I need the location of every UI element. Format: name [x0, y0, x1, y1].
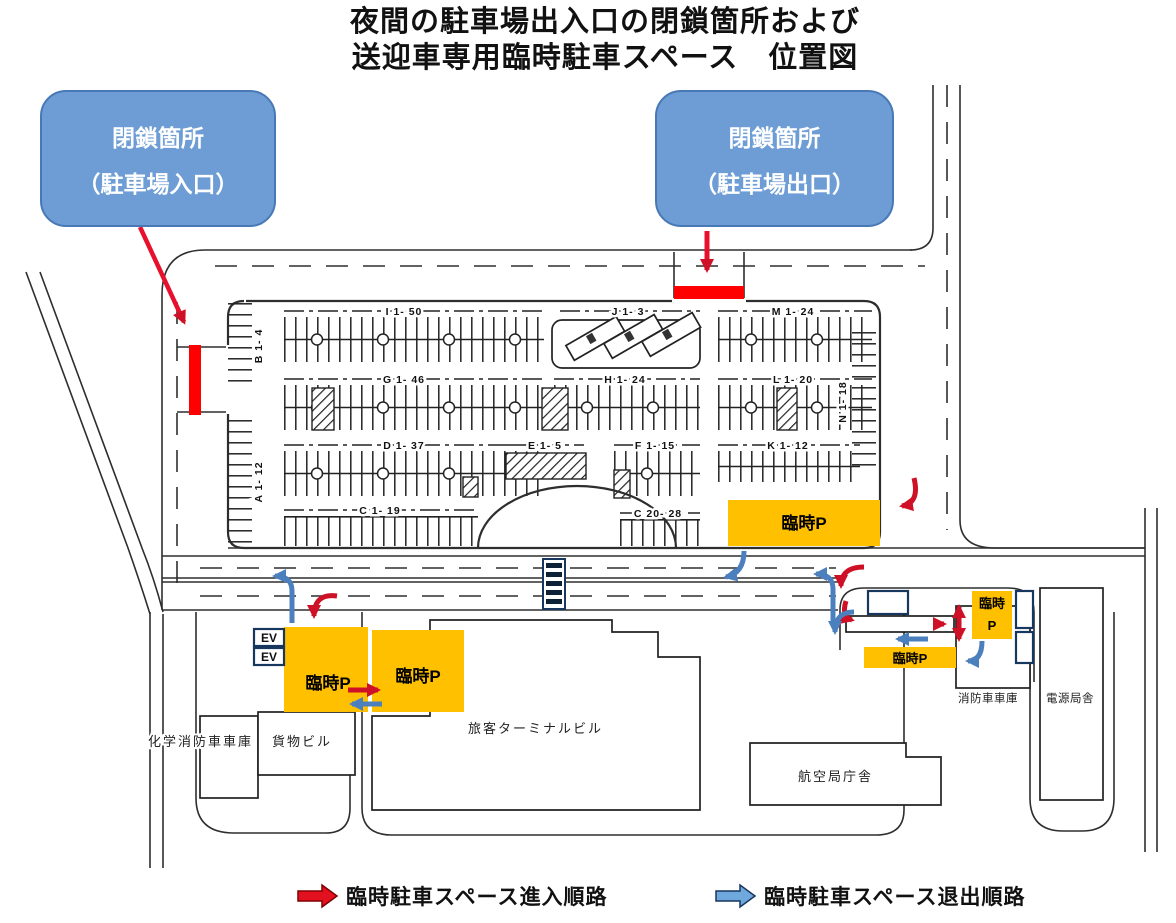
row-label-j: J 1- 3: [612, 306, 645, 318]
exit-arrow-east-bottom: [965, 640, 985, 668]
temp-parking-east-bottom-label: 臨時P: [893, 651, 928, 666]
entry-route-arrows: [307, 477, 966, 697]
entrance-canopy: [476, 484, 678, 549]
ev-box-2: [252, 646, 286, 667]
elevator-boxes: EV EV: [252, 627, 286, 667]
temp-parking-west-1-label: 臨時P: [305, 673, 350, 693]
parking-row-band-b: [228, 303, 252, 390]
row-label-c1: C 1- 19: [359, 505, 400, 517]
row-label-m: M 1- 24: [772, 306, 815, 318]
legend-entry-label: 臨時駐車スペース進入順路: [346, 885, 607, 909]
building-power-station: [1039, 587, 1104, 801]
temp-parking-east-side-label-2: P: [988, 618, 997, 633]
row-label-g: G 1- 46: [383, 374, 425, 386]
east-booth-box: [866, 589, 910, 616]
building-cargo: [257, 711, 356, 776]
callout-entrance-line2: （駐車場入口）: [77, 170, 239, 197]
entry-arrow-east-top: [834, 564, 865, 589]
row-label-h: H 1- 24: [604, 374, 645, 386]
row-label-a: A 1- 12: [253, 461, 265, 502]
entry-arrow-main-lot: [899, 477, 918, 512]
exit-arrow-west: [272, 569, 295, 623]
entrance-pointer-arrow: [137, 226, 187, 325]
east-small-box-2: [1014, 630, 1035, 665]
exit-route-arrows: [272, 550, 985, 711]
parking-area: I 1- 50 J 1- 3 M 1- 24 G 1- 46 H 1- 24 L…: [226, 299, 882, 550]
temp-parking-east-side: [972, 591, 1012, 639]
temp-parking-west-2: [372, 630, 464, 712]
row-label-c2: C 20- 28: [634, 508, 682, 520]
callout-entrance-closure: 閉鎖箇所 （駐車場入口）: [40, 90, 276, 227]
row-label-b: B 1- 4: [253, 329, 265, 364]
parking-row-band-m: [718, 317, 872, 362]
parking-row-band-k: [718, 451, 860, 482]
legend-exit-arrow-icon: [715, 883, 757, 909]
building-label-terminal: 旅客ターミナルビル: [468, 721, 603, 736]
building-label-chemical-fire-garage: 化学消防車車庫: [148, 734, 253, 749]
entry-arrow-west: [307, 593, 338, 619]
temp-parking-main-label: 臨時P: [781, 513, 826, 533]
building-label-power-station: 電源局舎: [1046, 691, 1094, 705]
parking-row-band-i: [284, 317, 544, 362]
building-aviation-bureau: [749, 742, 942, 806]
page-title: 夜間の駐車場出入口の閉鎖箇所および 送迎車専用臨時駐車スペース 位置図: [180, 4, 1030, 76]
row-label-n: N 1- 18: [837, 381, 849, 422]
closure-bar-entrance: [189, 345, 201, 415]
temp-parking-west-2-label: 臨時P: [395, 666, 440, 686]
row-label-l: L 1- 20: [773, 374, 813, 386]
temp-parking-east-side-label-1: 臨時: [979, 596, 1005, 611]
building-label-fire-garage: 消防車車庫: [958, 691, 1018, 705]
temp-parking-west-1: [284, 627, 368, 712]
row-label-e: E 1- 5: [528, 440, 562, 452]
ev-label-2: EV: [261, 650, 277, 664]
parking-row-band-a: [228, 420, 252, 545]
callout-exit-closure: 閉鎖箇所 （駐車場出口）: [655, 90, 894, 227]
ev-label-1: EV: [261, 631, 277, 645]
page-title-line2: 送迎車専用臨時駐車スペース 位置図: [351, 42, 859, 74]
parking-row-band-c1: [284, 516, 478, 546]
callout-exit-line1: 閉鎖箇所: [728, 124, 821, 151]
row-label-f: F 1- 15: [635, 440, 675, 452]
legend: 臨時駐車スペース進入順路 臨時駐車スペース退出順路: [297, 883, 1025, 909]
east-pickup-area: [845, 589, 1035, 665]
temporary-parking-zones: 臨時P 臨時P 臨時P 臨時 P 臨時P: [284, 500, 1012, 712]
parking-row-band-d: [284, 451, 544, 496]
angled-bus-stalls: [551, 311, 702, 369]
legend-entry-arrow-icon: [297, 883, 339, 909]
page-title-line1: 夜間の駐車場出入口の閉鎖箇所および: [349, 6, 860, 38]
exit-arrow-east-mid: [828, 609, 855, 635]
hatched-structures: [311, 387, 798, 499]
row-dimension-lines: [284, 310, 872, 514]
exit-arrow-main-lot: [723, 550, 747, 582]
building-label-aviation-bureau: 航空局庁舎: [798, 769, 873, 784]
east-small-box-1: [1014, 589, 1035, 630]
row-label-i: I 1- 50: [386, 306, 423, 318]
temp-parking-east-bottom: [864, 647, 956, 668]
temp-parking-main: [728, 500, 880, 546]
building-chemical-fire-garage: [199, 715, 259, 799]
closure-bar-exit: [674, 286, 744, 299]
closure-markers: [137, 226, 744, 415]
road-network: [25, 85, 1158, 868]
ev-box-1: [252, 627, 286, 648]
crosswalk: [542, 558, 566, 610]
building-label-cargo: 貨物ビル: [272, 734, 332, 749]
parking-row-band-n: [852, 332, 876, 472]
parking-row-band-c2: [620, 519, 700, 546]
row-label-k: K 1- 12: [767, 440, 808, 452]
legend-exit-label: 臨時駐車スペース退出順路: [764, 885, 1025, 909]
parking-row-band-h: [554, 385, 700, 430]
exit-arrow-east-topleft: [813, 567, 836, 624]
callout-entrance-line1: 閉鎖箇所: [112, 124, 204, 151]
callout-exit-line2: （駐車場出口）: [694, 170, 855, 197]
row-label-d: D 1- 37: [383, 440, 424, 452]
